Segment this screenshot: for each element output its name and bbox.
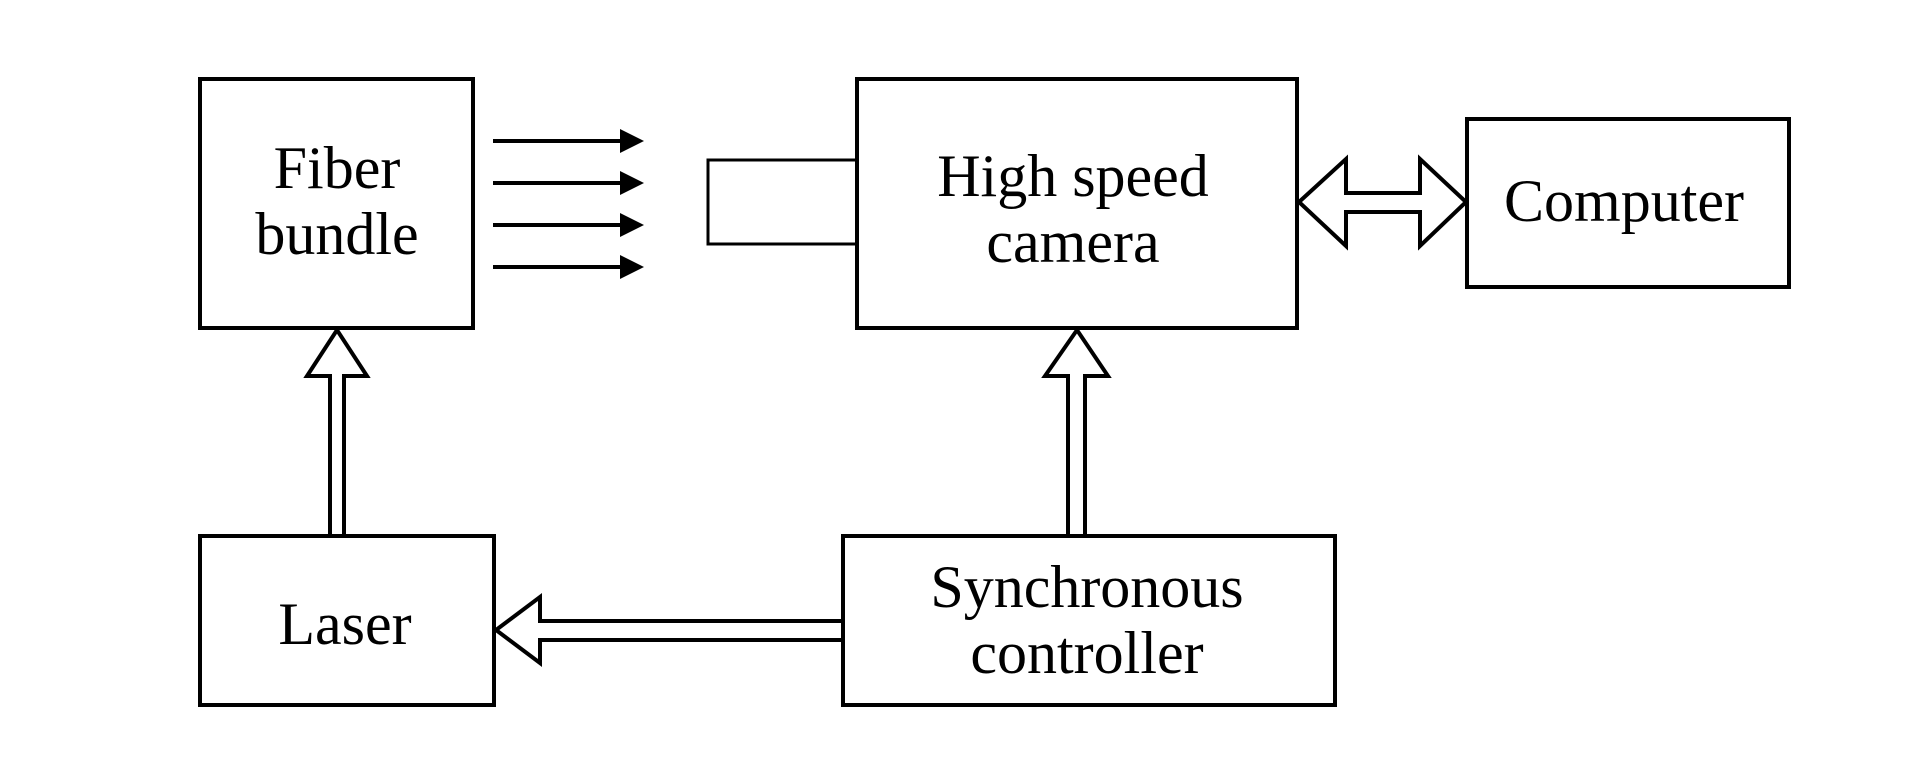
camera-computer-double-arrow xyxy=(1296,154,1469,251)
controller-to-laser-arrow xyxy=(492,593,845,667)
sync-controller-label-line1: Synchronous xyxy=(930,554,1243,620)
camera-block: High speed camera xyxy=(855,77,1299,330)
computer-box xyxy=(1465,117,1791,289)
sync-controller-label-line2: controller xyxy=(970,620,1203,686)
fiber-bundle-block: Fiber bundle xyxy=(198,77,475,330)
computer-label: Computer xyxy=(1504,168,1744,234)
light-rays xyxy=(493,129,644,279)
fiber-bundle-label-line2: bundle xyxy=(255,201,418,267)
laser-box xyxy=(198,534,496,707)
sync-controller-box xyxy=(841,534,1337,707)
sync-controller-block: Synchronous controller xyxy=(841,534,1337,707)
laser-label: Laser xyxy=(278,591,411,657)
controller-to-camera-arrow xyxy=(1041,326,1112,538)
light-ray-arrow xyxy=(493,129,644,153)
light-ray-arrow xyxy=(493,255,644,279)
camera-label-line1: High speed xyxy=(937,143,1209,209)
camera-label-line2: camera xyxy=(986,209,1159,275)
light-ray-arrow xyxy=(493,171,644,195)
laser-to-fiber-arrow xyxy=(303,326,371,538)
light-ray-arrow xyxy=(493,213,644,237)
laser-block: Laser xyxy=(198,534,496,707)
computer-block: Computer xyxy=(1465,117,1791,289)
camera-lens xyxy=(706,158,859,246)
fiber-bundle-label-line1: Fiber xyxy=(274,135,401,201)
fiber-bundle-box xyxy=(198,77,475,330)
